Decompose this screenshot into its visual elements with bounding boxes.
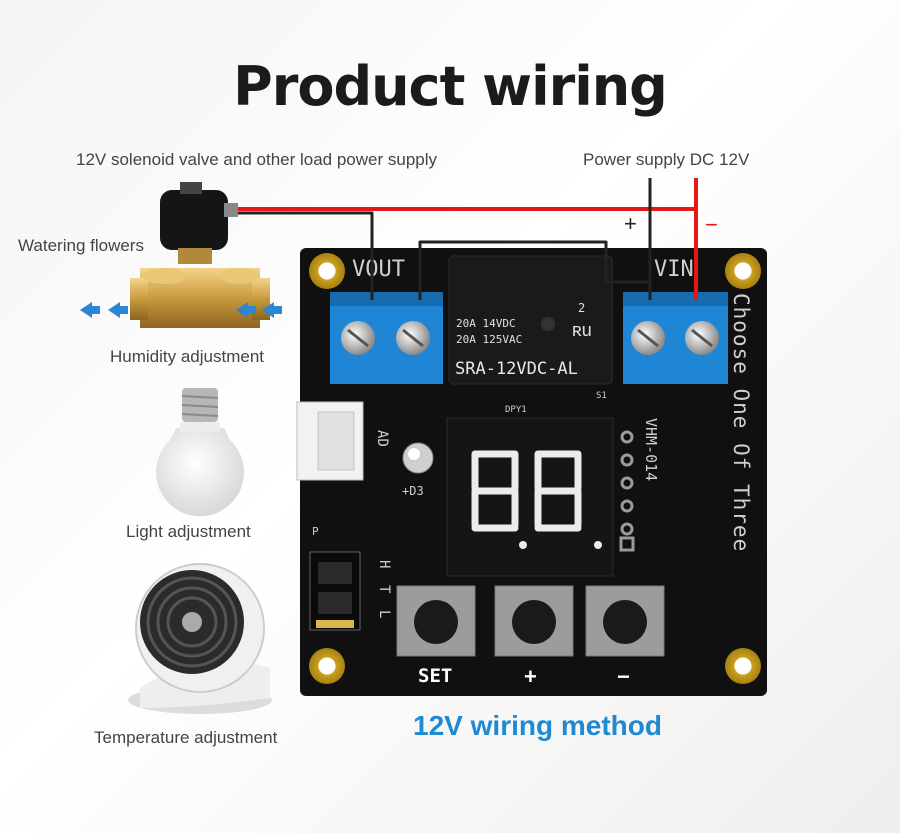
pin-header-holes	[619, 430, 635, 552]
vin-terminal-block	[623, 292, 728, 384]
wires: + −	[232, 178, 718, 300]
page-title: Product wiring	[233, 55, 668, 118]
pin-p-silk: P	[312, 525, 319, 538]
relay-model: SRA-12VDC-AL	[455, 359, 578, 379]
choose-silk: Choose One Of Three	[729, 293, 753, 552]
power-supply-label: Power supply DC 12V	[583, 150, 750, 169]
pin-h-silk: H	[376, 560, 392, 568]
light-label: Light adjustment	[126, 522, 251, 541]
light-bulb-icon	[156, 388, 244, 517]
set-button[interactable]: SET	[396, 585, 476, 687]
relay: 20A 14VDC 20A 125VAC SRA-12VDC-AL 2 ʀu	[448, 255, 613, 385]
humidity-label: Humidity adjustment	[110, 347, 265, 366]
vin-silk: VIN	[654, 257, 694, 282]
flow-arrows-icon	[80, 302, 282, 318]
mount-hole-icon	[309, 253, 345, 289]
watering-label: Watering flowers	[18, 236, 144, 255]
circuit-board: VOUT VIN DPY1 S1 AD +D3 VHM-014 Choose O…	[296, 248, 767, 696]
mount-hole-icon	[309, 648, 345, 684]
pin-l-silk: L	[376, 610, 392, 618]
d3-silk: +D3	[402, 484, 424, 498]
ad-silk: AD	[374, 430, 390, 447]
model-silk: VHM-014	[642, 418, 660, 481]
mount-hole-icon	[725, 253, 761, 289]
mount-hole-icon	[725, 648, 761, 684]
plus-button[interactable]: +	[494, 585, 574, 689]
jumper-header: P H T L	[309, 525, 392, 631]
seven-segment-display	[446, 417, 614, 577]
ad-connector	[296, 401, 364, 481]
relay-rating-2: 20A 125VAC	[456, 333, 522, 346]
solenoid-valve-icon	[130, 182, 270, 328]
plus-button-label: +	[524, 664, 537, 689]
minus-button-label: −	[617, 664, 630, 689]
fan-icon	[128, 563, 272, 714]
minus-button[interactable]: −	[585, 585, 665, 689]
vout-silk: VOUT	[352, 257, 405, 282]
set-button-label: SET	[418, 665, 452, 687]
minus-sign: −	[705, 212, 718, 237]
load-supply-label: 12V solenoid valve and other load power …	[76, 150, 438, 169]
pin-t-silk: T	[376, 585, 392, 594]
plus-sign: +	[624, 211, 637, 236]
ur-mark-icon: ʀu	[572, 320, 592, 340]
wiring-method-caption: 12V wiring method	[413, 710, 662, 741]
relay-rating-1: 20A 14VDC	[456, 317, 516, 330]
dpy-silk: DPY1	[505, 405, 527, 415]
s1-silk: S1	[596, 391, 607, 401]
relay-mark: 2	[578, 301, 585, 315]
vout-terminal-block	[330, 292, 443, 384]
temperature-label: Temperature adjustment	[94, 728, 278, 747]
